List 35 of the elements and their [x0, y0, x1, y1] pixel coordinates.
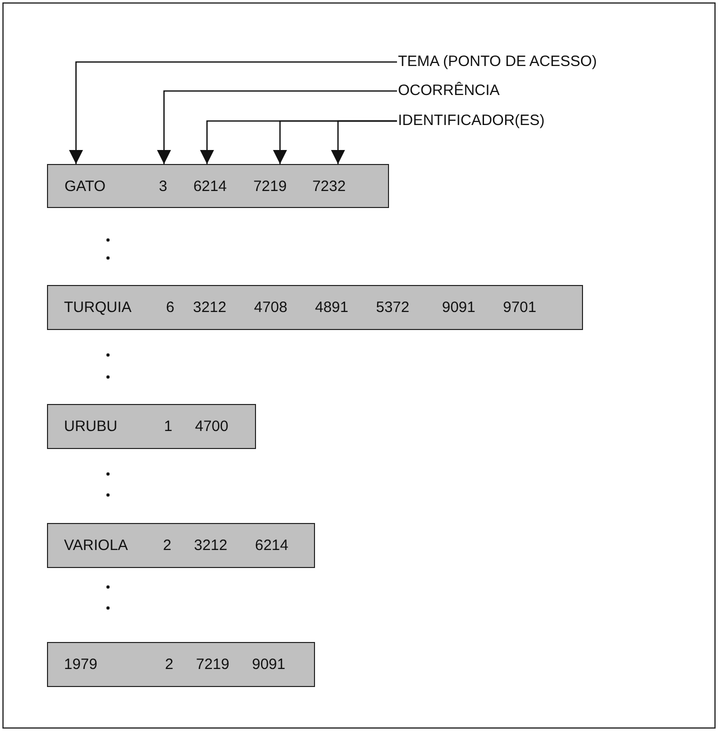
index-term: URUBU [64, 417, 118, 437]
leader-arrow [69, 61, 397, 164]
occurrence-count: 3 [153, 165, 173, 207]
document-id: 9091 [442, 298, 476, 318]
document-id: 7219 [247, 165, 293, 207]
index-entry-row [47, 164, 389, 208]
occurrence-count: 1 [164, 417, 172, 437]
document-id: 3212 [194, 536, 228, 556]
document-id: 6214 [187, 165, 233, 207]
document-id: 3212 [193, 298, 226, 318]
leader-arrow [331, 120, 397, 164]
occurrence-count: 6 [166, 298, 174, 318]
document-id: 7219 [196, 655, 230, 675]
callout-label: TEMA (PONTO DE ACESSO) [398, 53, 597, 71]
index-term: TURQUIA [64, 298, 132, 318]
index-entry-row [47, 523, 315, 568]
callout-label: IDENTIFICADOR(ES) [398, 112, 545, 130]
index-entry-row [47, 404, 256, 449]
index-term: 1979 [64, 655, 98, 675]
index-term: GATO [61, 165, 109, 207]
document-id: 5372 [376, 298, 410, 318]
document-id: 9091 [252, 655, 286, 675]
callout-label: OCORRÊNCIA [398, 82, 500, 100]
document-id: 6214 [255, 536, 288, 556]
document-id: 4891 [315, 298, 348, 318]
leader-arrow [157, 90, 397, 164]
index-term: VARIOLA [64, 536, 128, 556]
document-id: 7232 [306, 165, 352, 207]
document-id: 9701 [503, 298, 536, 318]
document-id: 4708 [254, 298, 288, 318]
occurrence-count: 2 [165, 655, 174, 675]
occurrence-count: 2 [163, 536, 172, 556]
index-entry-row [47, 285, 583, 330]
index-entry-row [47, 642, 315, 687]
document-id: 4700 [195, 417, 228, 437]
